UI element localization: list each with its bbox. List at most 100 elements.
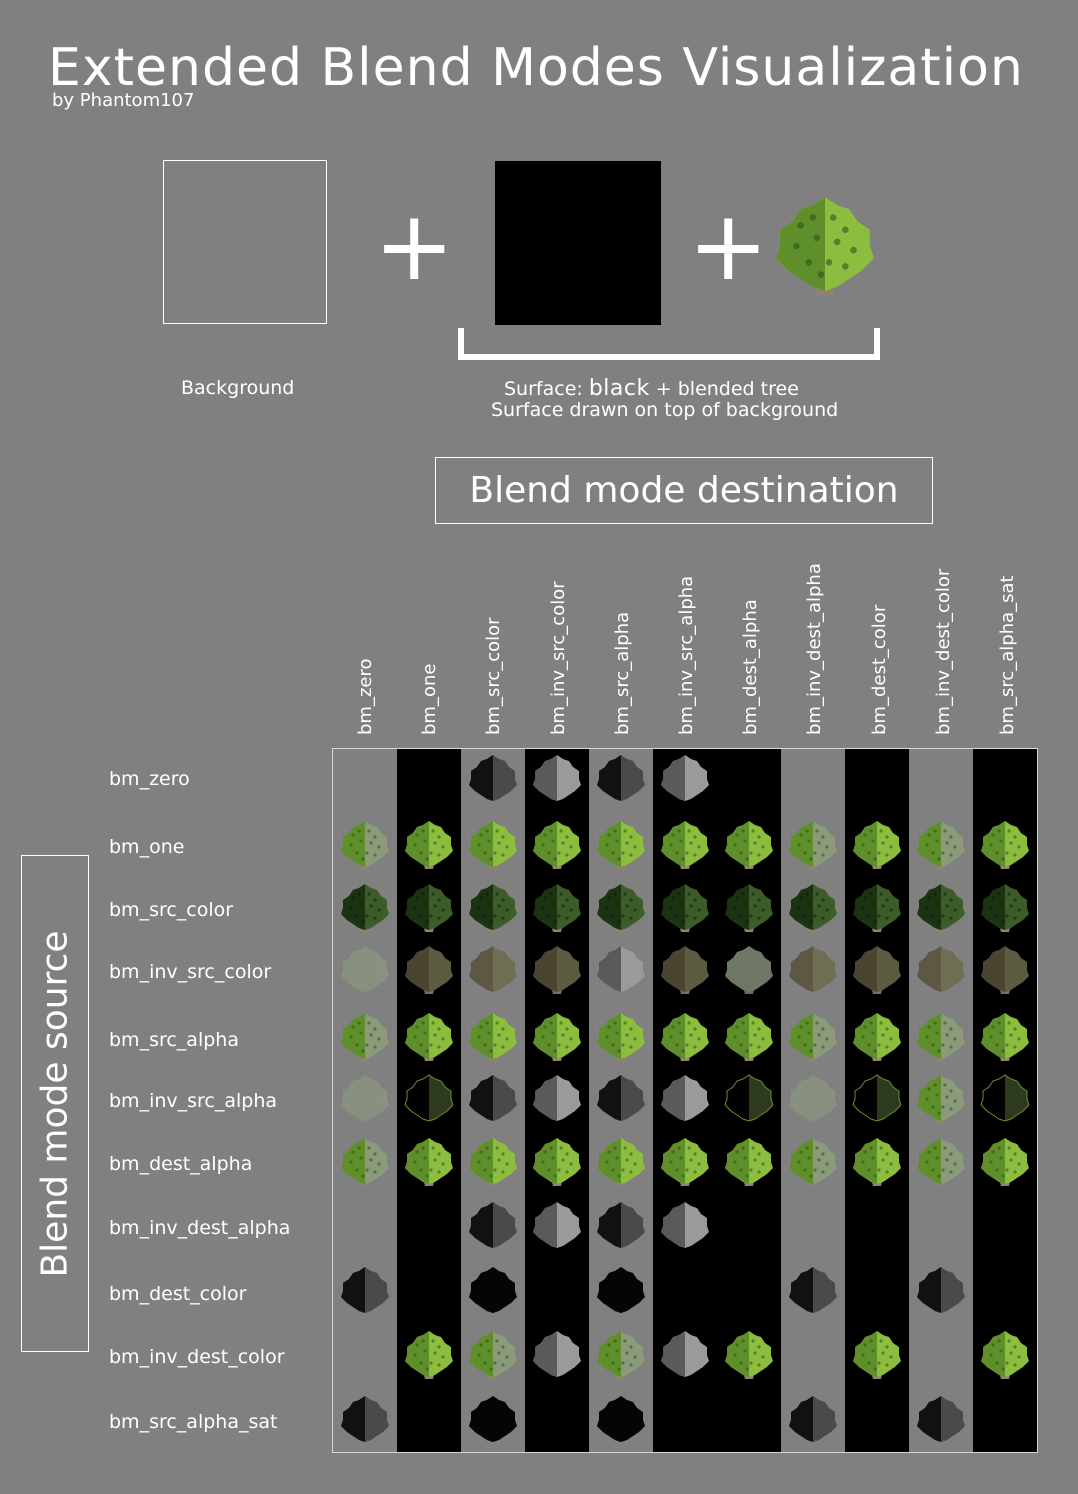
author-credit: by Phantom107 [52,90,195,111]
blend-result-tree-icon [533,884,581,932]
blend-result-tree-icon [917,884,965,932]
blend-result-tree-icon [981,821,1029,869]
blend-result-tree-icon [725,1138,773,1186]
blend-result-tree-icon [597,1267,645,1313]
blend-result-tree-icon [341,1396,389,1442]
blend-result-tree-icon [405,946,453,994]
blend-result-tree-icon [661,1075,709,1121]
destination-mode-label: bm_inv_dest_alpha [804,563,826,735]
blend-matrix [332,748,1038,1453]
blend-result-tree-icon [469,884,517,932]
blend-result-tree-icon [981,884,1029,932]
blend-result-tree-icon [469,755,517,801]
surface-label-suffix: + blended tree [649,378,799,400]
blend-result-tree-icon [981,1013,1029,1061]
blend-result-tree-icon [533,1202,581,1248]
blend-result-tree-icon [405,1331,453,1379]
blend-result-tree-icon [661,1202,709,1248]
source-mode-label: bm_src_alpha [109,1029,239,1051]
blend-result-tree-icon [661,946,709,994]
blend-result-tree-icon [341,946,389,994]
blend-result-tree-icon [789,884,837,932]
destination-mode-label: bm_src_alpha [611,611,633,735]
blend-result-tree-icon [661,1138,709,1186]
page-title: Extended Blend Modes Visualization [48,38,1024,98]
plus-icon: + [688,190,769,302]
surface-label-black: black [588,376,650,401]
blend-result-tree-icon [597,821,645,869]
blend-result-tree-icon [533,1013,581,1061]
destination-mode-label: bm_src_color [483,617,505,735]
source-mode-label: bm_dest_color [109,1283,247,1305]
blend-result-tree-icon [725,946,773,994]
black-surface-swatch [495,161,661,325]
blend-result-tree-icon [661,1013,709,1061]
background-swatch [163,160,327,324]
blend-result-tree-icon [597,884,645,932]
blend-result-tree-icon [725,884,773,932]
blend-result-tree-icon [405,821,453,869]
blend-result-tree-icon [725,1013,773,1061]
blend-result-tree-icon [597,1202,645,1248]
background-label: Background [181,377,295,399]
blend-result-tree-icon [341,1267,389,1313]
blend-result-tree-icon [917,1138,965,1186]
blend-result-tree-icon [597,1331,645,1379]
blend-result-tree-icon [533,1331,581,1377]
blend-result-tree-icon [789,1013,837,1061]
destination-mode-label: bm_one [419,663,441,735]
destination-mode-label: bm_inv_dest_color [932,568,954,735]
source-mode-label: bm_src_alpha_sat [109,1411,278,1433]
blend-result-tree-icon [980,1074,1030,1122]
blend-result-tree-icon [341,821,389,869]
source-mode-label: bm_dest_alpha [109,1153,253,1175]
blend-result-tree-icon [341,884,389,932]
blend-result-tree-icon [853,1138,901,1186]
blend-result-tree-icon [341,1075,389,1123]
blend-result-tree-icon [405,1013,453,1061]
source-axis-box: Blend mode source [21,855,89,1352]
destination-mode-label: bm_inv_src_alpha [676,575,697,735]
blend-result-tree-icon [789,946,837,994]
blend-result-tree-icon [469,1331,517,1379]
blend-result-tree-icon [661,1331,709,1377]
blend-result-tree-icon [853,1013,901,1061]
blend-result-tree-icon [917,1075,965,1123]
blend-result-tree-icon [724,1074,774,1122]
blend-result-tree-icon [469,1396,517,1442]
blend-result-tree-icon [853,946,901,994]
blend-result-tree-icon [469,1013,517,1061]
blend-result-tree-icon [597,1396,645,1442]
blend-result-tree-icon [533,755,581,801]
blend-result-tree-icon [341,1013,389,1061]
blend-result-tree-icon [917,821,965,869]
tree-sprite-icon [776,197,874,295]
blend-result-tree-icon [469,1075,517,1121]
source-mode-label: bm_one [109,836,185,858]
blend-result-tree-icon [981,946,1029,994]
blend-result-tree-icon [725,821,773,869]
blend-result-tree-icon [917,1396,965,1442]
blend-result-tree-icon [533,1138,581,1186]
destination-mode-label: bm_src_alpha_sat [997,575,1018,735]
source-mode-label: bm_inv_src_color [109,961,272,983]
blend-result-tree-icon [789,1267,837,1313]
blend-result-tree-icon [661,884,709,932]
source-mode-label: bm_inv_dest_color [109,1346,285,1368]
destination-mode-label: bm_dest_color [868,604,890,735]
blend-result-tree-icon [725,1331,773,1379]
source-mode-label: bm_inv_dest_alpha [109,1217,291,1239]
source-mode-label: bm_src_color [109,899,234,921]
surface-bracket [458,328,880,360]
blend-result-tree-icon [981,1138,1029,1186]
blend-result-tree-icon [852,1074,902,1122]
blend-result-tree-icon [917,1013,965,1061]
blend-result-tree-icon [853,884,901,932]
blend-result-tree-icon [597,1013,645,1061]
surface-label: Surface: black + blended tree [504,376,799,401]
blend-result-tree-icon [853,821,901,869]
blend-result-tree-icon [405,1138,453,1186]
plus-icon: + [374,190,455,302]
blend-result-tree-icon [661,755,709,801]
blend-result-tree-icon [341,1138,389,1186]
